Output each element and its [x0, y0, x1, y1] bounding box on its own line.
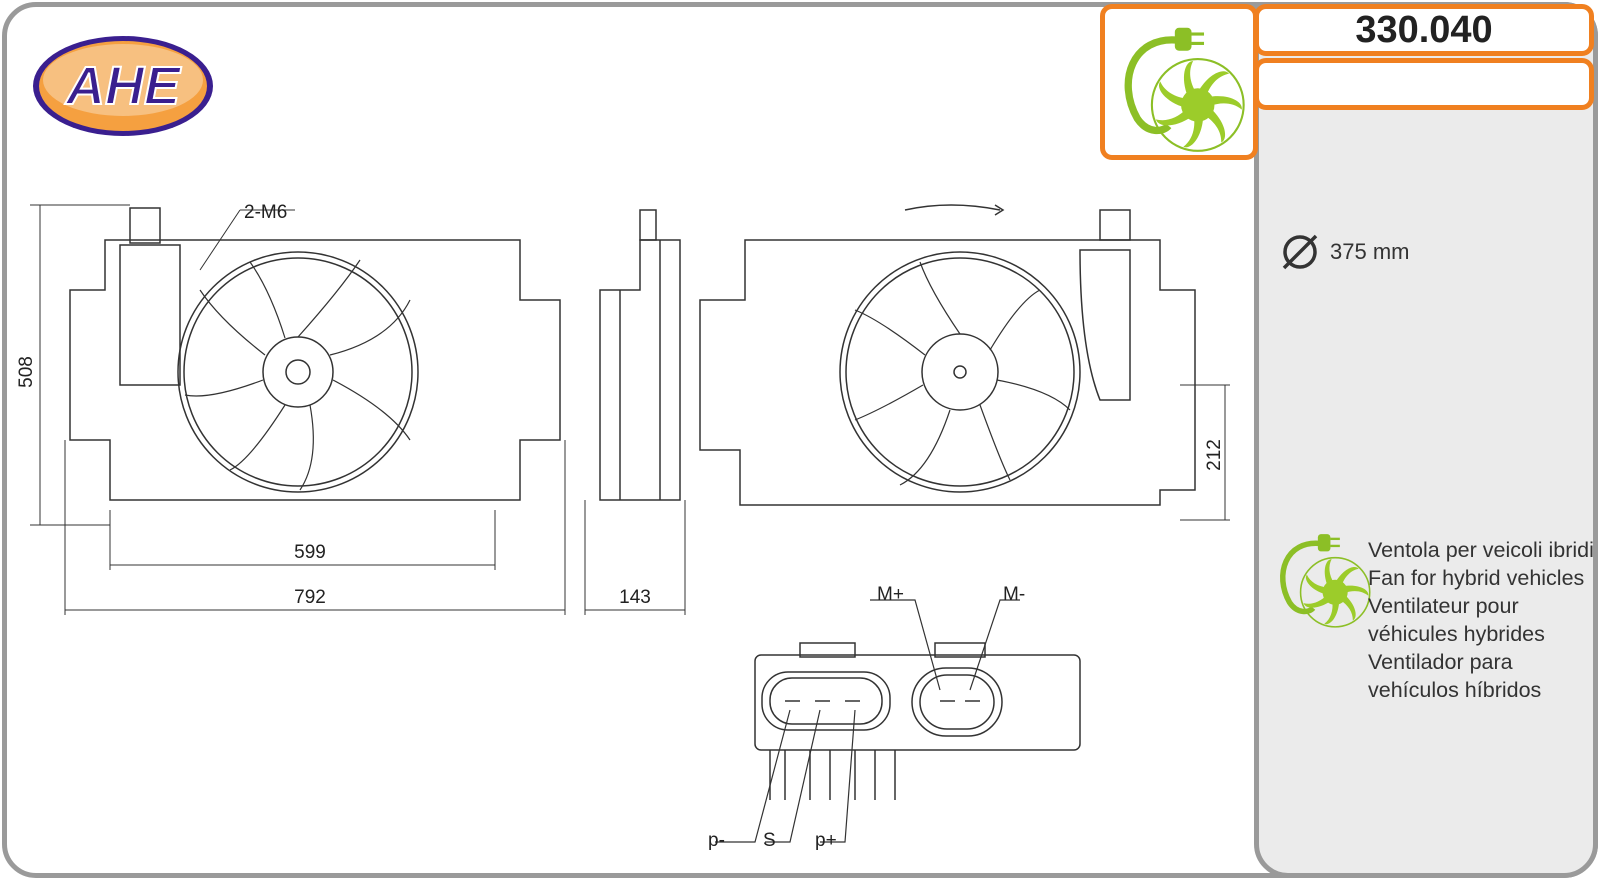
- description-line: Fan for hybrid vehicles: [1368, 566, 1585, 590]
- info-panel: [1254, 2, 1598, 878]
- depth-dimension: 143: [619, 587, 651, 608]
- diameter-icon: [1282, 234, 1318, 270]
- description-line: véhicules hybrides: [1368, 622, 1545, 646]
- connector-drawing: [715, 599, 1081, 843]
- description: Ventola per veicoli ibridi Fan for hybri…: [1368, 536, 1594, 704]
- description-line: Ventilador para: [1368, 650, 1513, 674]
- pin-p-minus: p-: [708, 830, 725, 851]
- pin-p-plus: p+: [815, 830, 837, 851]
- height-dimension: 508: [16, 356, 37, 388]
- pin-m-minus: M-: [1003, 584, 1025, 605]
- hybrid-fan-icon-small: [1266, 520, 1376, 630]
- technical-drawing: 2-M6 508 599 792 143 212 M+ M- p- S p+: [16, 202, 1230, 851]
- rear-view: [699, 204, 1196, 506]
- bolt-label: 2-M6: [244, 202, 287, 223]
- diameter-spec: 375 mm: [1280, 232, 1409, 272]
- diameter-value: 375 mm: [1330, 239, 1410, 264]
- pin-s: S: [763, 830, 776, 851]
- ahe-logo: AHE: [33, 36, 213, 136]
- offset-dimension: 212: [1204, 439, 1225, 471]
- hybrid-fan-badge: [1100, 4, 1258, 160]
- side-view: [599, 209, 681, 501]
- product-code: 330.040: [1254, 4, 1594, 56]
- dimension-lines: [30, 204, 1230, 615]
- front-view: [69, 207, 561, 501]
- description-line: vehículos híbridos: [1368, 678, 1542, 702]
- width-dimension: 792: [294, 587, 326, 608]
- inner-width-dimension: 599: [294, 542, 326, 563]
- description-line: Ventilateur pour: [1368, 594, 1519, 618]
- svg-text:AHE: AHE: [64, 56, 182, 116]
- pin-m-plus: M+: [877, 584, 904, 605]
- secondary-code-box: [1254, 58, 1594, 110]
- description-line: Ventola per veicoli ibridi: [1368, 538, 1594, 562]
